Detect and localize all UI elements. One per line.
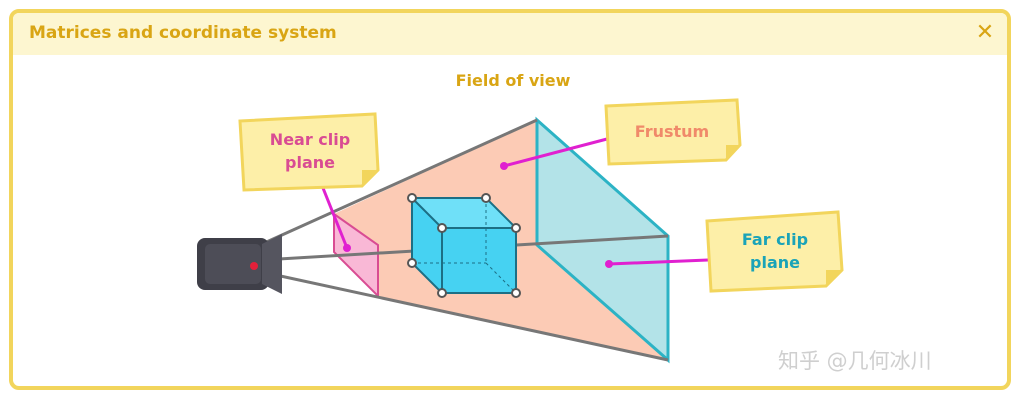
- far-clip-label-line1: Far clip: [742, 230, 808, 249]
- cube-object: [407, 193, 521, 298]
- frustum-label: Frustum: [635, 122, 709, 141]
- far-pointer-dot: [605, 260, 613, 268]
- camera-icon: [197, 234, 282, 294]
- near-pointer-line: [321, 187, 349, 249]
- near-clip-label-line1: Near clip: [270, 130, 350, 149]
- frustum-edge-top: [261, 118, 538, 246]
- near-clip-note: Near clip plane: [238, 112, 380, 192]
- window-title: Matrices and coordinate system: [29, 23, 337, 43]
- title-bar: Matrices and coordinate system ✕: [13, 13, 1007, 55]
- diagram-heading: Field of view: [456, 71, 571, 90]
- far-pointer-line: [608, 258, 709, 266]
- close-icon[interactable]: ✕: [975, 20, 995, 45]
- far-clip-note: Far clip plane: [705, 210, 844, 293]
- watermark-text: 知乎 @几何冰川: [778, 349, 932, 373]
- frustum-note: Frustum: [604, 98, 742, 166]
- near-pointer-dot: [343, 244, 351, 252]
- frustum-edge-bottom: [261, 270, 669, 362]
- near-clip-label-line2: plane: [285, 153, 335, 172]
- frustum-pointer-line: [503, 137, 608, 168]
- far-clip-label-line2: plane: [750, 253, 800, 272]
- frustum-pointer-dot: [500, 162, 508, 170]
